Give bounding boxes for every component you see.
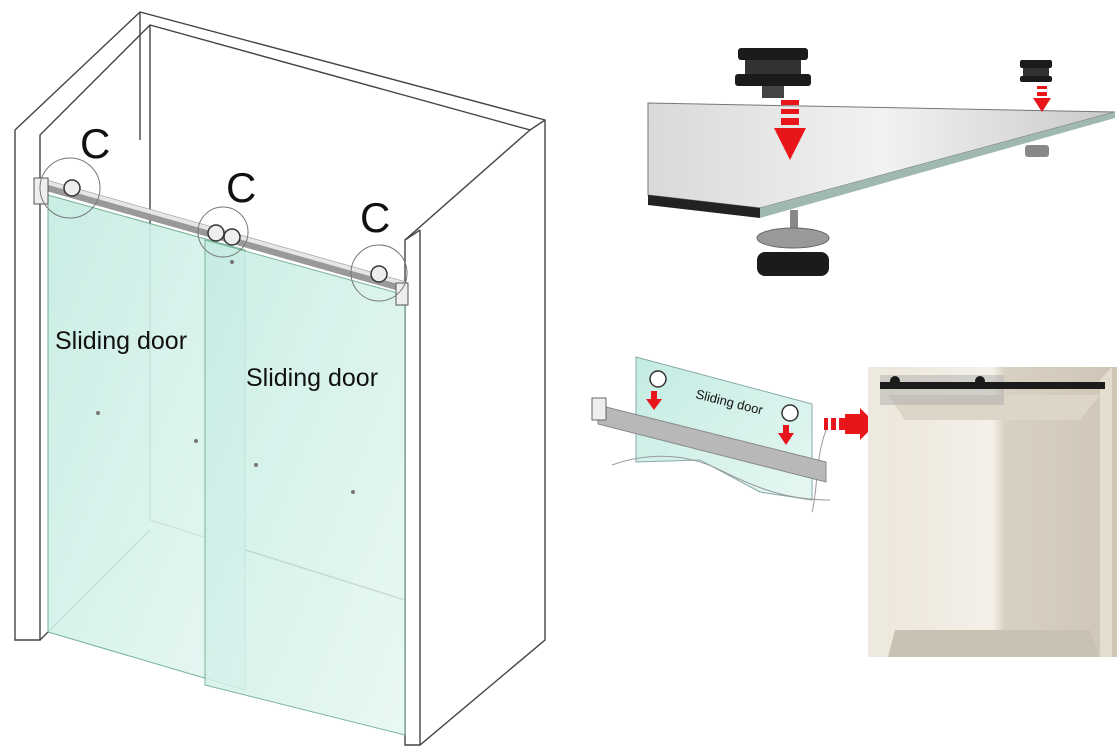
- installed-door-photo: [868, 367, 1117, 657]
- down-arrow-icon: [774, 100, 806, 160]
- sliding-bar: [880, 382, 1105, 389]
- roller-mount-detail: [647, 48, 1116, 276]
- callout-label-c: C: [226, 164, 256, 211]
- glass-panels: [47, 194, 406, 736]
- callout-label-c: C: [360, 194, 390, 241]
- door-hanging-step: Sliding door: [591, 356, 876, 513]
- callout-label-c: C: [80, 120, 110, 167]
- sliding-door-label-left: Sliding door: [55, 327, 187, 355]
- sliding-door-label-right: Sliding door: [246, 364, 378, 392]
- right-arrow-icon: [824, 408, 876, 440]
- roller-callouts: [39, 157, 408, 302]
- callout-circle: [350, 244, 408, 302]
- down-arrow-icon: [646, 391, 794, 445]
- roller-icon: [1020, 60, 1052, 82]
- callout-circle: [197, 206, 249, 258]
- callout-circle: [39, 157, 101, 219]
- roller-icon: [735, 48, 811, 98]
- glass-panel-right: [204, 239, 406, 736]
- down-arrow-icon: [1033, 86, 1051, 112]
